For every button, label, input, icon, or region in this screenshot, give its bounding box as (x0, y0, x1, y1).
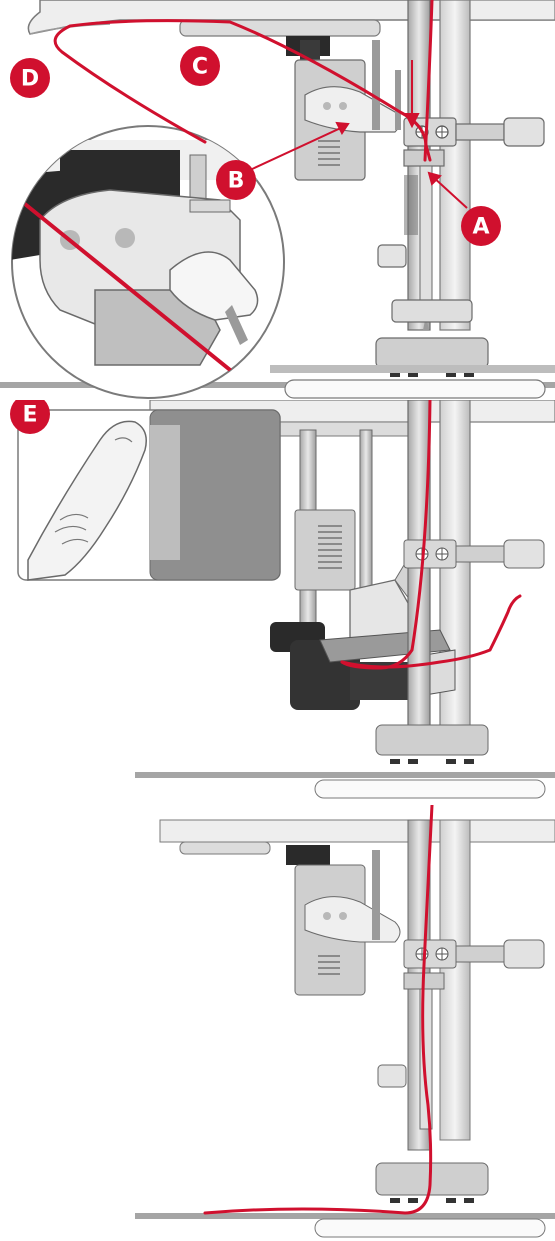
needle-plate (0, 365, 555, 399)
panel-threader-lever: E (10, 400, 555, 799)
badge-d-label: D (21, 67, 39, 92)
callout-arrows (249, 60, 468, 209)
badge-d: D (10, 58, 50, 98)
presser-foot (375, 244, 489, 377)
badge-e-label: E (22, 403, 37, 428)
badge-a-label: A (472, 215, 489, 240)
magnified-inset (11, 125, 285, 399)
finger-inset (17, 409, 281, 581)
badge-b: B (216, 160, 256, 200)
finger-icon (27, 420, 147, 581)
threader-unit-raised (286, 845, 401, 996)
presser-foot-2 (375, 724, 489, 764)
needle-plate-3 (135, 1213, 555, 1238)
panel-thread-complete (135, 805, 555, 1238)
needle-bar-assembly (403, 0, 545, 331)
thread-path-3 (203, 805, 434, 1215)
thread-path (53, 0, 434, 162)
panel-threading-path: D C B A (0, 0, 555, 399)
needle-plate-2 (135, 772, 555, 799)
presser-foot-3 (375, 1162, 489, 1203)
badge-b-label: B (228, 169, 245, 194)
badge-c-label: C (192, 55, 208, 80)
badge-c: C (180, 46, 220, 86)
machine-head-3 (159, 819, 555, 1141)
needle-threader-unit (286, 36, 401, 181)
badge-a: A (461, 206, 501, 246)
needle-bar-assembly-2 (403, 400, 545, 741)
badge-e: E (10, 400, 50, 434)
thread-path-2 (340, 400, 522, 670)
